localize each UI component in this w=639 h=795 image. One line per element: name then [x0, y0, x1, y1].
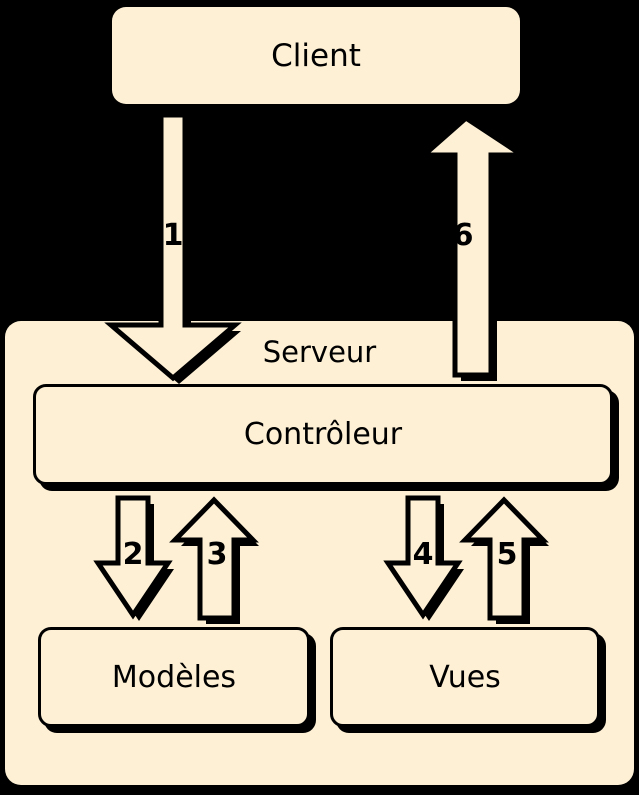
node-modeles[interactable]: Modèles — [38, 627, 310, 727]
arrow-6-label: 6 — [452, 218, 474, 253]
node-modeles-label: Modèles — [111, 659, 237, 695]
node-controleur[interactable]: Contrôleur — [33, 384, 613, 485]
arrow-1-label: 1 — [162, 218, 184, 253]
node-controleur-label: Contrôleur — [243, 417, 403, 452]
node-vues-label: Vues — [429, 659, 501, 695]
node-vues[interactable]: Vues — [330, 627, 600, 727]
node-client-label: Client — [271, 37, 361, 74]
node-serveur-label: Serveur — [262, 335, 377, 369]
node-client[interactable]: Client — [112, 7, 520, 104]
